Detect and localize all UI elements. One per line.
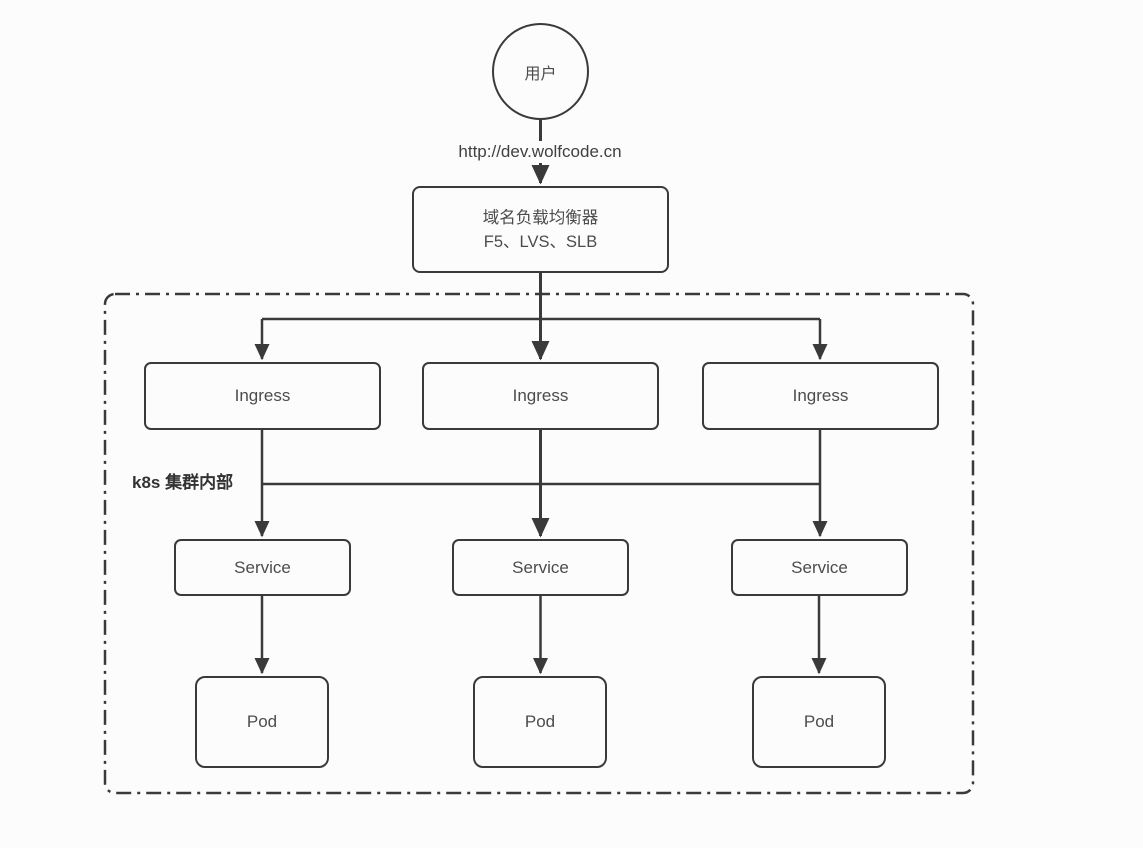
- ingress-label: Ingress: [512, 386, 569, 405]
- ingress-label: Ingress: [234, 386, 291, 405]
- pod-node-2: Pod: [473, 676, 607, 768]
- service-node-3: Service: [731, 539, 908, 596]
- user-node: 用户: [492, 23, 589, 120]
- pod-label: Pod: [803, 712, 835, 731]
- pod-label: Pod: [524, 712, 556, 731]
- user-label: 用户: [524, 65, 557, 83]
- ingress-node-2: Ingress: [422, 362, 659, 430]
- pod-node-1: Pod: [195, 676, 329, 768]
- cluster-label: k8s 集群内部: [132, 473, 234, 492]
- ingress-node-1: Ingress: [144, 362, 381, 430]
- ingress-label: Ingress: [792, 386, 849, 405]
- service-node-2: Service: [452, 539, 629, 596]
- pod-label: Pod: [246, 712, 278, 731]
- service-label: Service: [791, 557, 848, 577]
- load-balancer-label-line1: 域名负载均衡器: [482, 208, 599, 227]
- service-label: Service: [512, 557, 569, 577]
- pod-node-3: Pod: [752, 676, 886, 768]
- load-balancer-label-line2: F5、LVS、SLB: [483, 232, 598, 251]
- request-url-label: http://dev.wolfcode.cn: [400, 141, 680, 163]
- service-node-1: Service: [174, 539, 351, 596]
- ingress-node-3: Ingress: [702, 362, 939, 430]
- load-balancer-node: 域名负载均衡器 F5、LVS、SLB: [412, 186, 669, 273]
- service-label: Service: [234, 557, 291, 577]
